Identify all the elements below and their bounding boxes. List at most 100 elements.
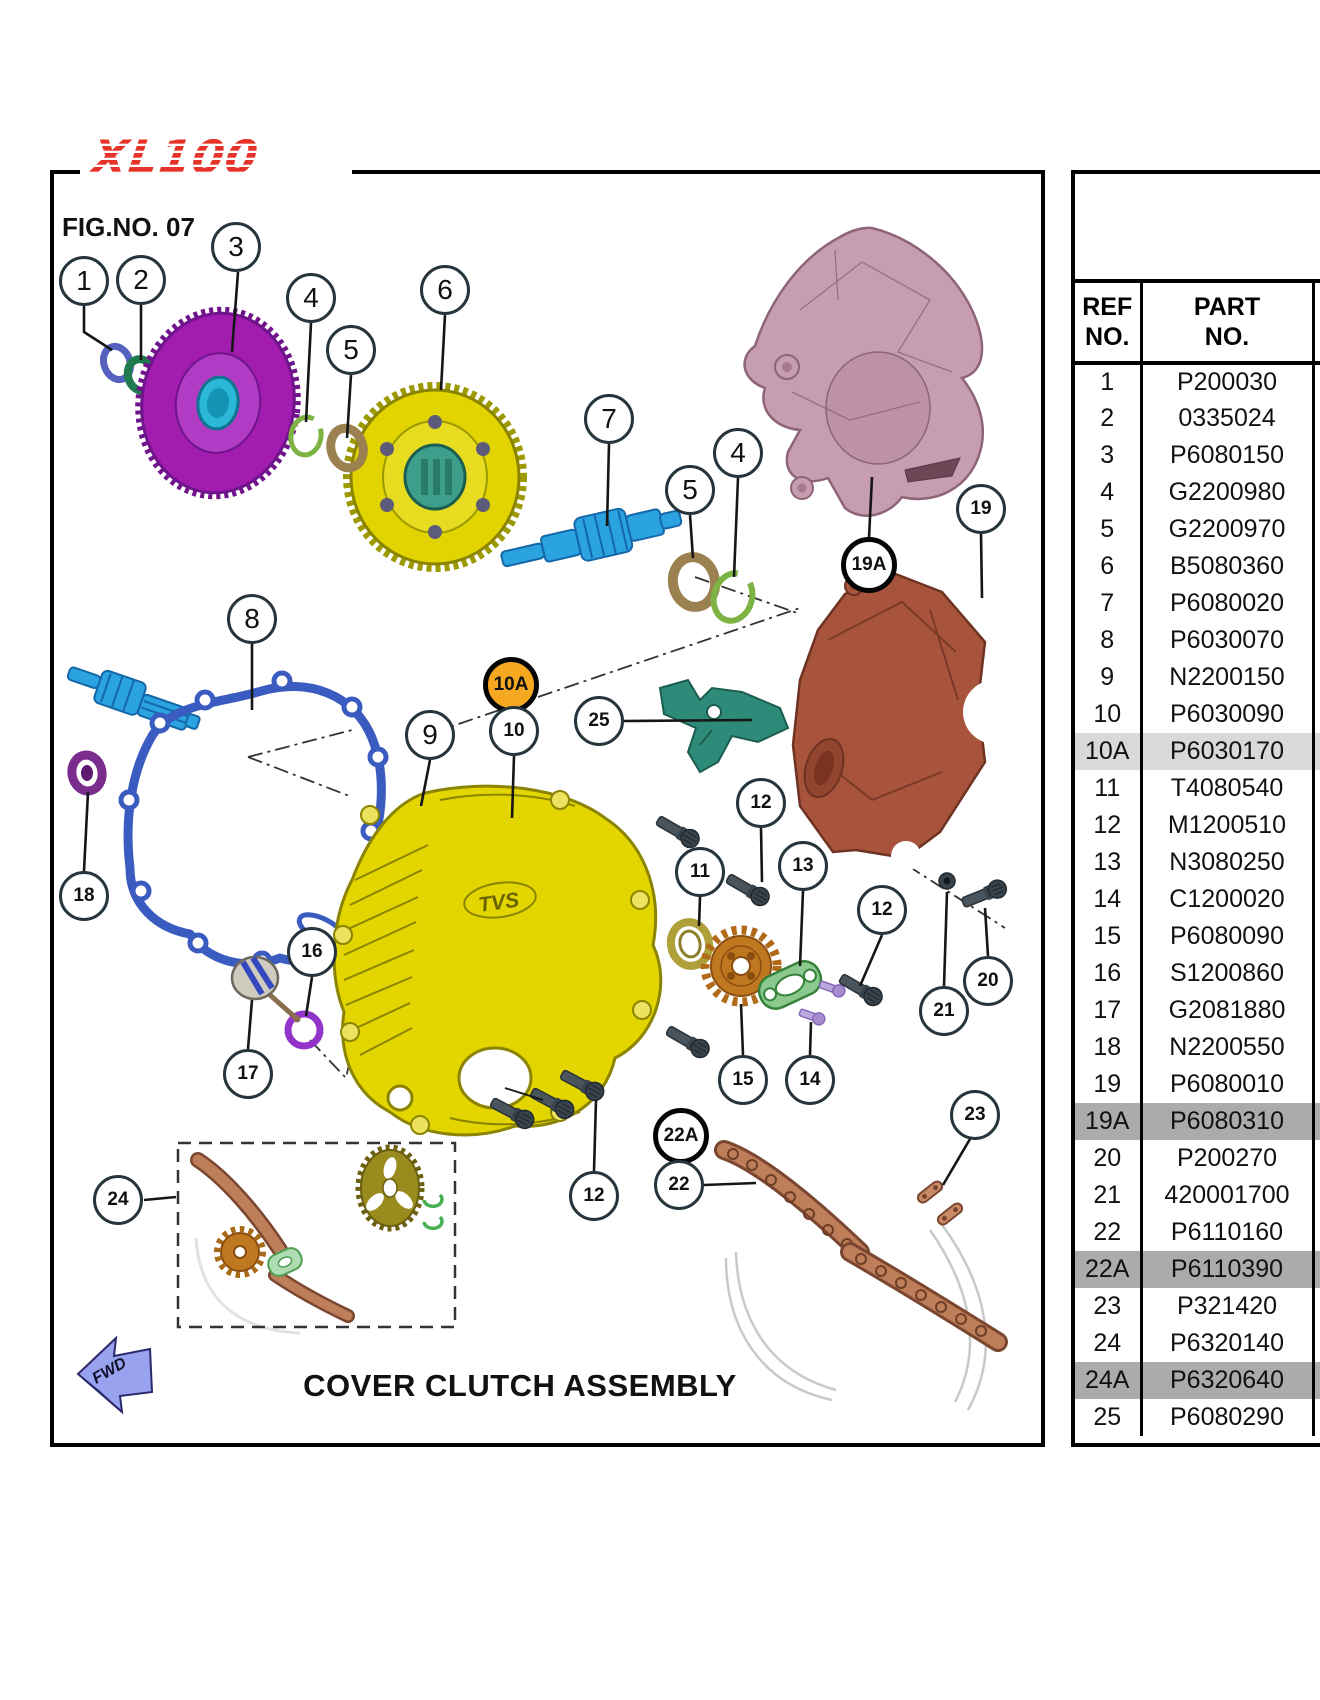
ref-no-cell: 24A [1075,1362,1141,1399]
callout-label: 22 [668,1174,690,1195]
callout-label: 12 [750,792,772,813]
callout-9: 9 [405,710,455,760]
part-no-cell: P6030090 [1139,696,1313,733]
ref-no-cell: 14 [1093,885,1122,913]
clutch-cover: TVS [332,784,663,1137]
ref-no-cell: 7 [1100,589,1115,617]
callout-11: 11 [675,847,725,897]
callout-12: 12 [736,778,786,828]
ref-no-cell: 24 [1093,1329,1122,1357]
clipped-cell [1311,1140,1320,1177]
drive-chain [714,1140,1008,1352]
logo-text: XL100 [86,132,262,184]
clipped-cell [1311,437,1320,474]
oil-filler-cap [230,955,301,1023]
o-ring [284,1010,324,1050]
fwd-arrow: FWD [76,1335,154,1415]
guide-curves [194,1221,988,1411]
part-no-cell: P6080150 [1139,437,1313,474]
callout-14: 14 [785,1055,835,1105]
clipped-cell [1311,807,1320,844]
part-no-cell: P6030070 [1139,622,1313,659]
clipped-cell [1311,733,1320,770]
callout-21: 21 [919,986,969,1036]
part-no-cell: T4080540 [1139,770,1313,807]
clipped-cell [1311,363,1320,400]
ref-no-cell: 22 [1093,1218,1122,1246]
callout-label: 21 [933,1000,955,1021]
ref-no-cell: 25 [1093,1403,1122,1431]
leader-lines [82,271,990,1202]
clipped-cell [1311,548,1320,585]
table-row: 2 0335024 [1075,400,1320,437]
callout-label: 2 [133,264,149,295]
circlip-left [288,414,324,458]
clipped-cell [1311,1251,1320,1288]
part-no-cell: B5080360 [1139,548,1313,585]
callout-label: 15 [732,1069,754,1090]
callout-label: 22A [663,1125,699,1146]
lever-teal [658,678,790,774]
callout-19: 19 [956,484,1006,534]
callout-label: 10A [493,674,529,695]
ref-no-cell: 2 [1100,404,1115,432]
part-no-cell: P321420 [1139,1288,1313,1325]
callout-18: 18 [59,871,109,921]
part-no-cell: S1200860 [1139,955,1313,992]
clipped-column-header [1311,283,1320,365]
callout-label: 11 [689,861,711,882]
clipped-cell [1311,622,1320,659]
callout-label: 3 [228,231,244,262]
ref-no-cell: 19 [1093,1070,1122,1098]
callout-label: 6 [437,274,453,305]
table-row: 19 P6080010 [1075,1066,1320,1103]
callout-label: 8 [244,603,260,634]
ref-no-cell: 6 [1100,552,1115,580]
callout-label: 19 [970,498,992,519]
ref-no-cell: 13 [1093,848,1122,876]
clipped-cell [1311,955,1320,992]
callout-1: 1 [59,256,109,306]
callout-label: 17 [237,1063,259,1084]
table-row: 6 B5080360 [1075,548,1320,585]
clipped-cell [1311,992,1320,1029]
secondary-gear [343,382,527,572]
callout-17: 17 [223,1049,273,1099]
clipped-cell [1311,1325,1320,1362]
clipped-cell [1311,918,1320,955]
callout-label: 12 [583,1185,605,1206]
part-no-cell: P200030 [1139,363,1313,400]
part-no-cell: P6080290 [1139,1399,1313,1436]
logo-backplate [80,132,352,182]
callout-label: 19A [851,554,887,575]
callout-10A: 10A [483,657,539,713]
oil-seal [67,750,107,796]
clipped-cell [1311,1103,1320,1140]
input-shaft [66,666,201,731]
circlip-part1 [99,342,135,384]
callout-23: 23 [950,1090,1000,1140]
ref-no-cell: 15 [1093,922,1122,950]
part-no-cell: P6080010 [1139,1066,1313,1103]
part-no-cell: N2200150 [1139,659,1313,696]
clipped-cell [1311,474,1320,511]
callout-label: 20 [977,970,999,991]
master-link [936,1202,964,1226]
retainer-plate [757,960,823,1010]
cover-brown [791,571,1027,871]
ref-no-cell: 18 [1093,1033,1122,1061]
part-no-cell: 0335024 [1139,400,1313,437]
